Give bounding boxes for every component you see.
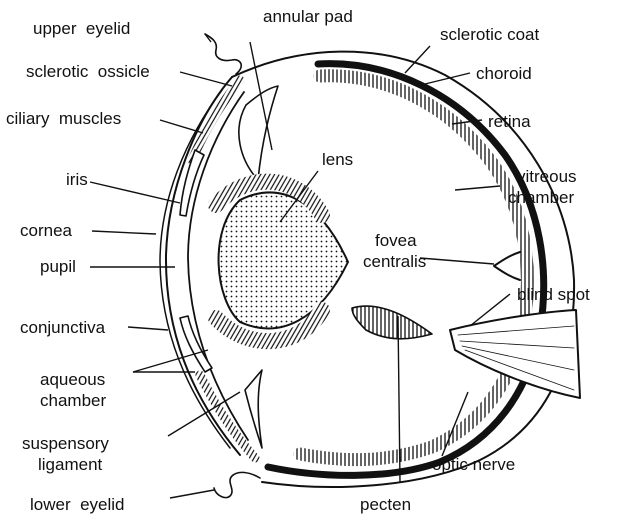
label-suspensory-line2: ligament [38,455,103,474]
label-conjunctiva: conjunctiva [20,318,106,337]
label-sclerotic-coat: sclerotic coat [440,25,539,44]
label-annular-pad: annular pad [263,7,353,26]
label-vitreous-line2: chamber [508,188,574,207]
label-sclerotic-ossicle: sclerotic ossicle [26,62,150,81]
label-fovea-line1: fovea [375,231,417,250]
label-vitreous-line1: vitreous [517,167,577,186]
label-suspensory-line1: suspensory [22,434,109,453]
iris-upper [180,150,204,216]
label-retina: retina [488,112,531,131]
label-lower-eyelid: lower eyelid [30,495,125,514]
label-upper-eyelid: upper eyelid [33,19,130,38]
annular-pad [239,86,278,180]
label-lens: lens [322,150,353,169]
suspensory-ligament [245,370,262,448]
pecten [352,306,432,339]
label-optic-nerve: optic nerve [432,455,515,474]
label-cornea: cornea [20,221,73,240]
upper-eyelid [205,34,241,74]
label-aqueous-line2: chamber [40,391,106,410]
label-pecten: pecten [360,495,411,514]
label-blind-spot: blind spot [517,285,590,304]
label-ciliary-muscles: ciliary muscles [6,109,121,128]
label-fovea-line2: centralis [363,252,426,271]
lower-eyelid [214,472,260,497]
sclerotic-ossicle-upper [192,80,240,160]
label-aqueous-line1: aqueous [40,370,105,389]
label-iris: iris [66,170,88,189]
label-choroid: choroid [476,64,532,83]
fovea-centralis [494,252,520,280]
label-pupil: pupil [40,257,76,276]
